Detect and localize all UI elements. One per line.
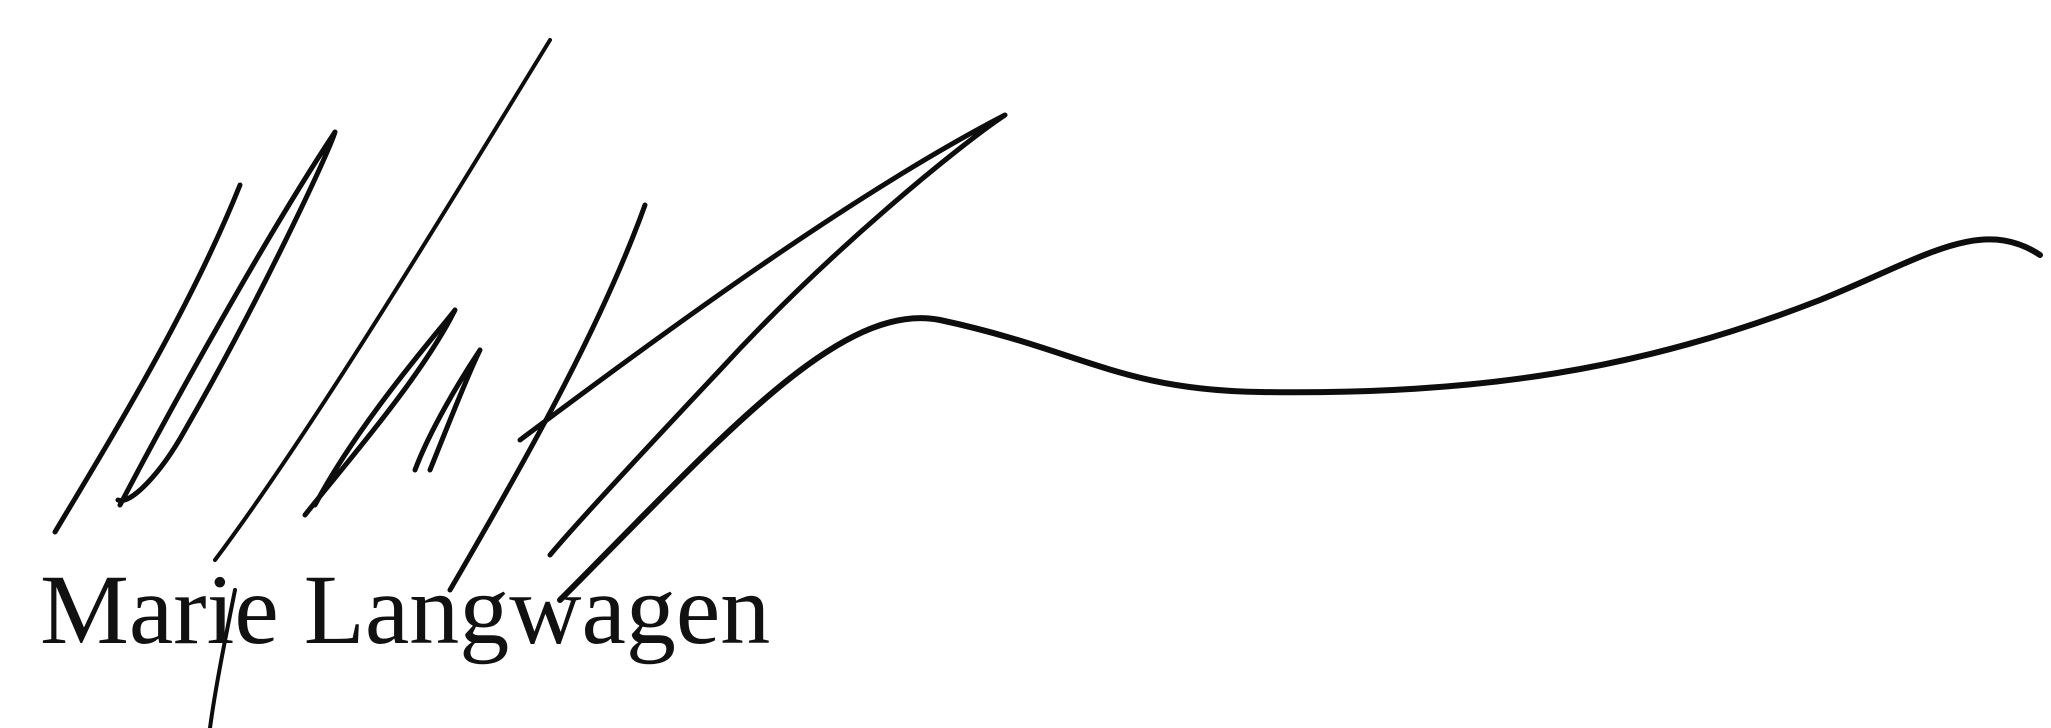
- signature-stroke: [557, 236, 2043, 603]
- signature-stroke: [213, 38, 552, 562]
- signature-stroke: [447, 202, 648, 593]
- signature-stroke: [52, 182, 243, 535]
- signature-stroke: [517, 112, 1008, 558]
- signature-stroke: [208, 588, 237, 728]
- signature-stroke: [412, 347, 483, 473]
- signature-stroke: [302, 307, 458, 518]
- signature-stroke: [115, 129, 338, 508]
- signer-name: Marie Langwagen: [40, 554, 771, 665]
